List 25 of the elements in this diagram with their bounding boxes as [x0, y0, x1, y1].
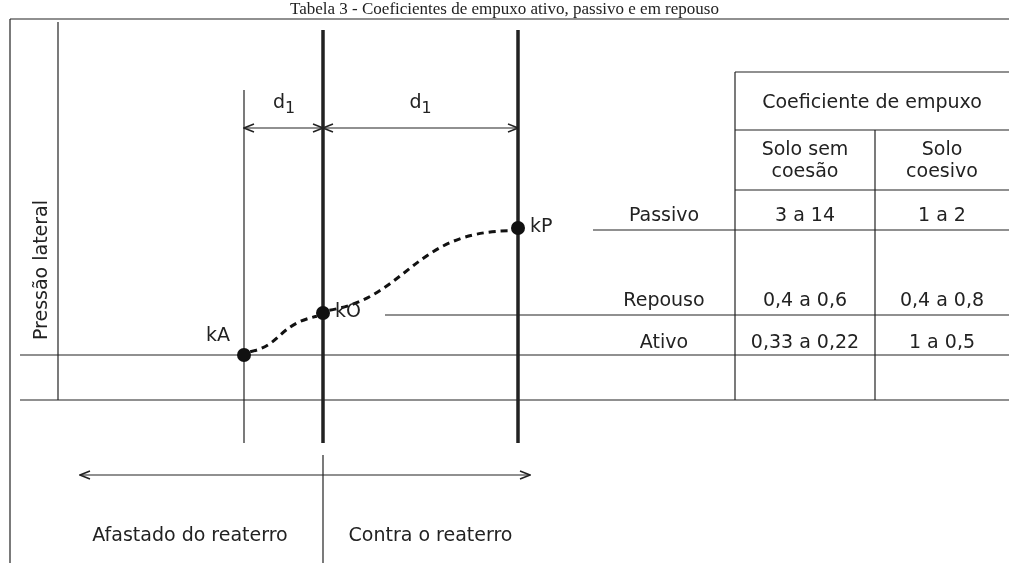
axis-label: Pressão lateral	[29, 198, 51, 343]
axis-label: Afastado do reaterro	[91, 523, 289, 545]
table-cell-text: 1 a 0,5	[908, 330, 976, 352]
point-marker	[316, 306, 330, 320]
title: Tabela 3 - Coeficientes de empuxo ativo, passivo e em repouso	[289, 0, 720, 17]
column-header: Coeficiente de empuxo	[761, 90, 983, 112]
point-label: kP	[530, 214, 553, 236]
point-marker	[237, 348, 251, 362]
point-label: kA	[206, 323, 230, 345]
column-header: Solo coesivo	[905, 137, 979, 181]
row-label: Repouso	[622, 288, 706, 310]
point-marker	[511, 221, 525, 235]
table-cell-text: 0,33 a 0,22	[749, 330, 861, 352]
table-cell-text: 0,4 a 0,8	[898, 288, 986, 310]
dashed-curve	[249, 314, 318, 354]
row-label: Passivo	[627, 203, 701, 225]
column-header: Solo sem coesão	[760, 137, 850, 181]
table-cell-text: 0,4 a 0,6	[761, 288, 849, 310]
point-label: kO	[335, 299, 361, 321]
table-cell-text: 1 a 2	[917, 203, 967, 225]
axis-label: Contra o reaterro	[347, 523, 514, 545]
dimension-label: d$_{1}$	[408, 90, 433, 119]
table-cell-text: 3 a 14	[774, 203, 836, 225]
dimension-label: d$_{1}$	[271, 90, 297, 119]
row-label: Ativo	[638, 330, 690, 352]
